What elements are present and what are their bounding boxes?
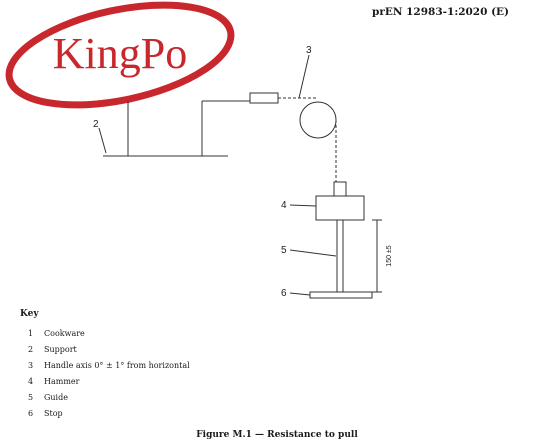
key-item: 4 Hammer bbox=[28, 374, 190, 390]
leader-5 bbox=[289, 249, 337, 257]
key-label: Support bbox=[44, 345, 77, 354]
callout-6: 6 bbox=[281, 288, 287, 299]
callout-2: 2 bbox=[93, 119, 99, 130]
key-label: Stop bbox=[44, 409, 63, 418]
kingpo-logo: KingPo bbox=[5, 1, 235, 109]
key-label: Guide bbox=[44, 393, 68, 402]
key-number: 3 bbox=[28, 361, 34, 370]
leader-3 bbox=[298, 54, 310, 99]
callout-5: 5 bbox=[281, 245, 287, 256]
pulley bbox=[299, 101, 337, 139]
key-label: Hammer bbox=[44, 377, 80, 386]
key-list: 1 Cookware 2 Support 3 Handle axis 0° ± 1° … bbox=[28, 326, 190, 422]
key-number: 2 bbox=[28, 345, 34, 354]
key-title: Key bbox=[20, 309, 39, 319]
key-item: 5 Guide bbox=[28, 390, 190, 406]
logo-ring bbox=[5, 1, 235, 109]
key-number: 6 bbox=[28, 409, 34, 418]
key-item: 1 Cookware bbox=[28, 326, 190, 342]
stop bbox=[309, 291, 373, 299]
key-item: 3 Handle axis 0° ± 1° from horizontal bbox=[28, 358, 190, 374]
hammer bbox=[315, 195, 365, 221]
key-label: Handle axis 0° ± 1° from horizontal bbox=[44, 361, 190, 370]
key-label: Cookware bbox=[44, 329, 85, 338]
cookware-handle bbox=[249, 92, 279, 104]
leader-2 bbox=[98, 127, 107, 154]
figure-caption: Figure M.1 — Resistance to pull bbox=[196, 430, 358, 440]
guide-top bbox=[333, 181, 347, 197]
key-number: 5 bbox=[28, 393, 34, 402]
callout-4: 4 bbox=[281, 200, 287, 211]
leader-4 bbox=[289, 204, 317, 207]
leader-6 bbox=[289, 292, 311, 296]
document-id: prEN 12983-1:2020 (E) bbox=[372, 6, 510, 18]
key-item: 6 Stop bbox=[28, 406, 190, 422]
callout-3: 3 bbox=[306, 45, 312, 56]
key-number: 4 bbox=[28, 377, 34, 386]
key-item: 2 Support bbox=[28, 342, 190, 358]
dimension-label: 150 ±5 bbox=[386, 245, 393, 266]
key-number: 1 bbox=[28, 329, 34, 338]
logo-text: KingPo bbox=[53, 29, 187, 78]
